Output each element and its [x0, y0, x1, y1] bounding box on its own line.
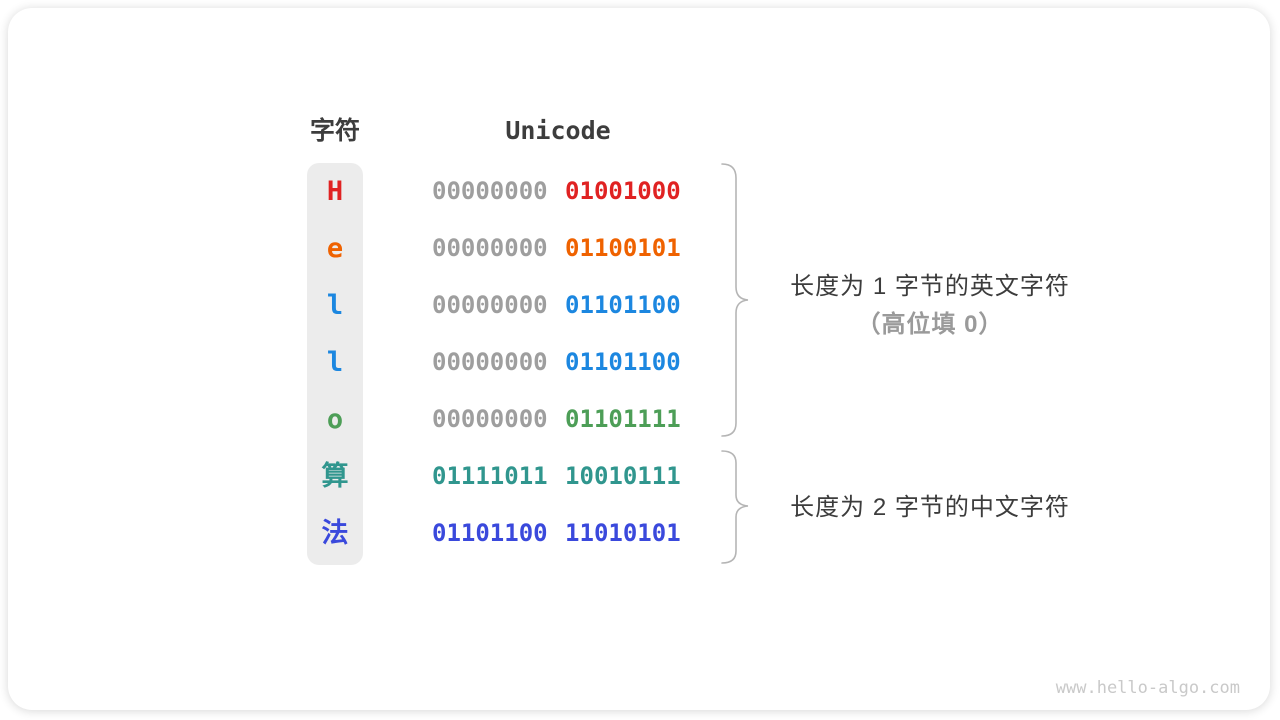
byte-high: 00000000: [432, 234, 548, 262]
byte-low: 11010101: [565, 519, 681, 547]
byte-low: 01001000: [565, 177, 681, 205]
unicode-bytes: 00000000 01101100: [432, 334, 681, 391]
unicode-bytes: 00000000 01101100: [432, 277, 681, 334]
byte-high: 00000000: [432, 405, 548, 433]
diagram-card: [8, 8, 1270, 710]
character-cell: l: [326, 290, 344, 321]
table-row: 法 01101100 11010101: [0, 505, 1280, 562]
byte-low: 10010111: [565, 462, 681, 490]
byte-high: 00000000: [432, 348, 548, 376]
table-row: e 00000000 01100101: [0, 220, 1280, 277]
table-row: 算 01111011 10010111: [0, 448, 1280, 505]
column-header-unicode: Unicode: [505, 116, 611, 145]
unicode-bytes: 01111011 10010111: [432, 448, 681, 505]
table-row: H 00000000 01001000: [0, 163, 1280, 220]
watermark: www.hello-algo.com: [1055, 678, 1240, 698]
byte-low: 01101100: [565, 348, 681, 376]
unicode-bytes: 00000000 01001000: [432, 163, 681, 220]
character-column-background: [307, 163, 363, 565]
annotation-english-group-line1: 长度为 1 字节的英文字符: [790, 273, 1070, 300]
byte-low: 01101111: [565, 405, 681, 433]
byte-high: 01101100: [432, 519, 548, 547]
annotation-chinese-group: 长度为 2 字节的中文字符: [790, 494, 1070, 521]
byte-low: 01100101: [565, 234, 681, 262]
character-cell: H: [326, 176, 344, 207]
character-cell: l: [326, 347, 344, 378]
annotation-english-group-line2: （高位填 0）: [856, 311, 1004, 338]
unicode-bytes: 00000000 01101111: [432, 391, 681, 448]
table-row: l 00000000 01101100: [0, 334, 1280, 391]
character-cell: o: [326, 404, 344, 435]
unicode-bytes: 01101100 11010101: [432, 505, 681, 562]
byte-high: 01111011: [432, 462, 548, 490]
unicode-bytes: 00000000 01100101: [432, 220, 681, 277]
character-cell: e: [326, 233, 344, 264]
byte-high: 00000000: [432, 177, 548, 205]
byte-high: 00000000: [432, 291, 548, 319]
character-cell: 算: [321, 461, 349, 492]
character-cell: 法: [321, 518, 349, 549]
table-row: l 00000000 01101100: [0, 277, 1280, 334]
column-header-character: 字符: [309, 117, 360, 145]
byte-low: 01101100: [565, 291, 681, 319]
table-row: o 00000000 01101111: [0, 391, 1280, 448]
